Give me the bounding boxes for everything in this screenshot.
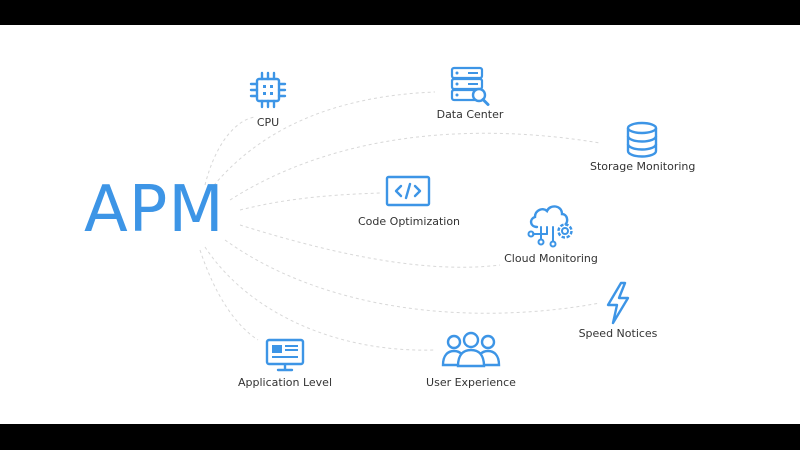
apm-title: APM [84, 173, 225, 247]
node-label-code-optimization: Code Optimization [358, 215, 461, 228]
link-cloud-monitoring [239, 224, 501, 268]
node-cpu: CPU [238, 70, 298, 129]
node-label-application-level: Application Level [238, 376, 332, 389]
bottom-letterbox [0, 424, 800, 450]
node-cloud-monitoring: Cloud Monitoring [503, 201, 599, 265]
link-user-experience [204, 246, 436, 351]
code-icon [385, 175, 431, 207]
users-icon [441, 331, 501, 368]
node-label-data-center: Data Center [436, 108, 504, 121]
node-application-level: Application Level [238, 337, 332, 389]
link-code-optimization [239, 192, 381, 211]
database-icon [626, 121, 658, 158]
top-letterbox [0, 0, 800, 25]
node-speed-notices: Speed Notices [578, 281, 658, 340]
node-label-cloud-monitoring: Cloud Monitoring [504, 252, 598, 265]
diagram-canvas: APM CPU [0, 25, 800, 424]
cloud-gear-icon [527, 205, 573, 248]
node-label-storage-monitoring: Storage Monitoring [590, 160, 696, 173]
link-application-level [199, 249, 259, 341]
node-label-user-experience: User Experience [426, 376, 516, 389]
node-user-experience: User Experience [426, 331, 516, 389]
node-storage-monitoring: Storage Monitoring [590, 121, 696, 173]
node-label-speed-notices: Speed Notices [578, 327, 658, 340]
application-window-icon [265, 338, 305, 372]
data-center-icon [450, 66, 490, 106]
cpu-icon [249, 71, 287, 109]
connector-lines [199, 91, 601, 351]
node-data-center: Data Center [430, 65, 510, 121]
node-label-cpu: CPU [256, 116, 280, 129]
node-code-optimization: Code Optimization [358, 175, 461, 228]
lightning-icon [606, 281, 630, 325]
link-storage-monitoring [229, 132, 601, 201]
link-data-center [209, 91, 436, 191]
